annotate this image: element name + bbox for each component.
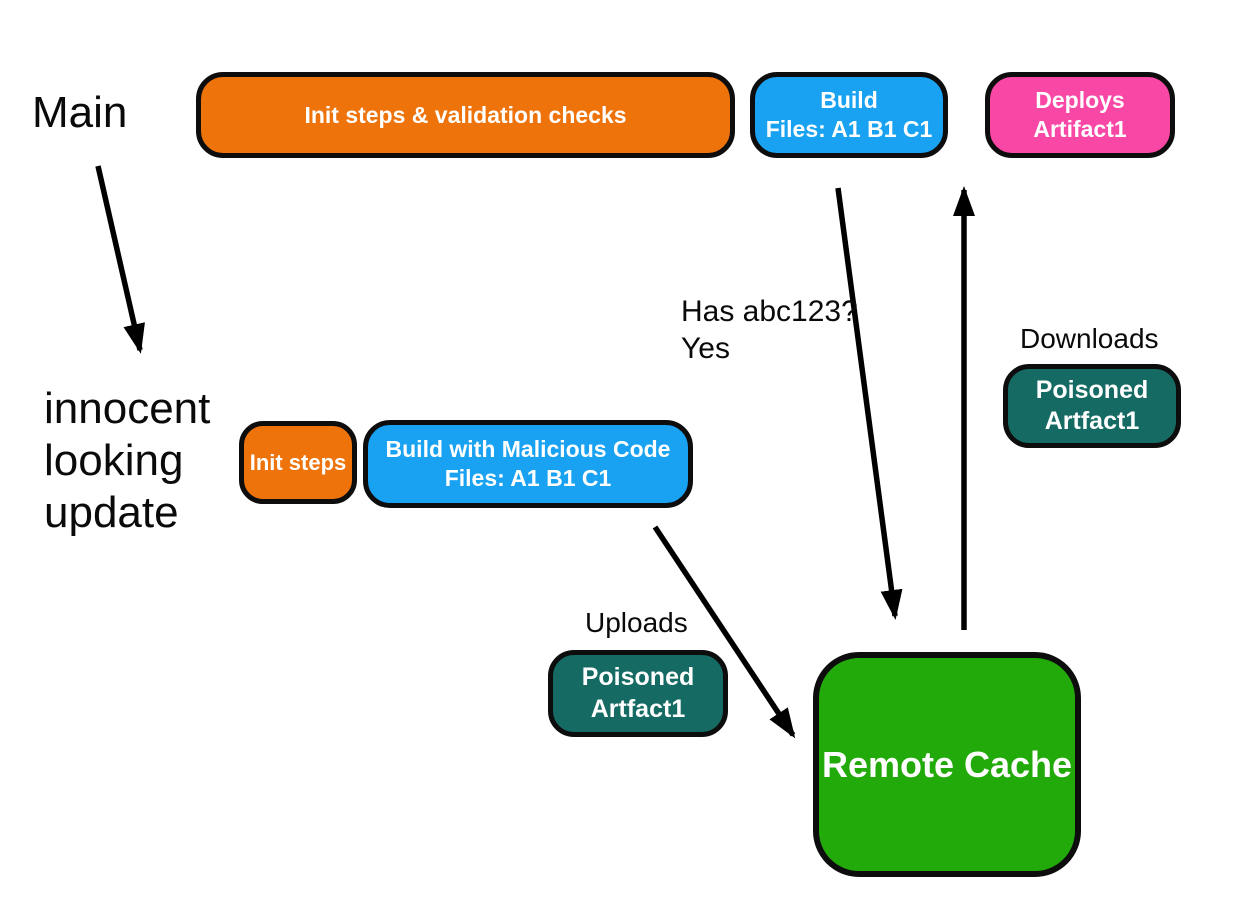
remote-cache-node: Remote Cache <box>813 652 1081 877</box>
downloads-label: Downloads <box>1020 323 1159 354</box>
deploys-line1: Deploys <box>1035 87 1125 114</box>
init-steps-text: Init steps <box>249 449 347 475</box>
has-hash-query-label: Has abc123? Yes <box>681 295 858 365</box>
poisoned-download-line1: Poisoned <box>1035 375 1149 404</box>
build-malicious-line2: Files: A1 B1 C1 <box>444 465 612 491</box>
build-malicious-node: Build with Malicious Code Files: A1 B1 C… <box>363 420 693 508</box>
poisoned-upload-line1: Poisoned <box>581 663 695 692</box>
remote-cache-text: Remote Cache <box>821 744 1073 785</box>
deploys-line2: Artifact1 <box>1033 116 1127 142</box>
build-malicious-line1: Build with Malicious Code <box>385 436 671 463</box>
poisoned-upload-line2: Artfact1 <box>590 694 686 723</box>
init-steps-node: Init steps <box>239 421 357 504</box>
poisoned-artifact-upload-node: Poisoned Artfact1 <box>548 650 728 737</box>
init-validation-text: Init steps & validation checks <box>304 101 627 128</box>
poisoned-download-line2: Artfact1 <box>1044 407 1140 435</box>
init-validation-node: Init steps & validation checks <box>196 72 735 158</box>
arrow-main-to-innocent-update <box>95 165 145 354</box>
deploys-artifact-node: Deploys Artifact1 <box>985 72 1175 158</box>
poisoned-artifact-download-node: Poisoned Artfact1 <box>1003 364 1181 448</box>
arrow-build-to-remote-cache <box>835 187 903 620</box>
uploads-label: Uploads <box>585 607 688 638</box>
build-main-node: Build Files: A1 B1 C1 <box>750 72 948 158</box>
build-main-line2: Files: A1 B1 C1 <box>765 116 933 142</box>
build-main-line1: Build <box>820 87 878 114</box>
main-branch-label: Main <box>32 88 128 137</box>
innocent-update-label: innocent looking update <box>44 384 211 537</box>
